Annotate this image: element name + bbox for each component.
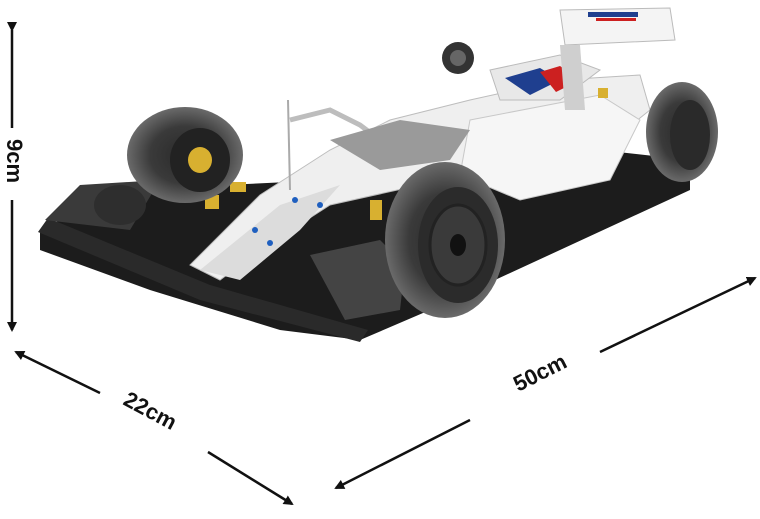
formula-car-model: [38, 7, 718, 342]
rear-left-tire: [127, 107, 243, 203]
rear-right-tire: [646, 82, 718, 182]
height-label: 9cm: [2, 139, 27, 184]
length-arrow: [334, 276, 757, 490]
front-right-tire: [385, 162, 505, 318]
width-arrow: [14, 350, 294, 506]
